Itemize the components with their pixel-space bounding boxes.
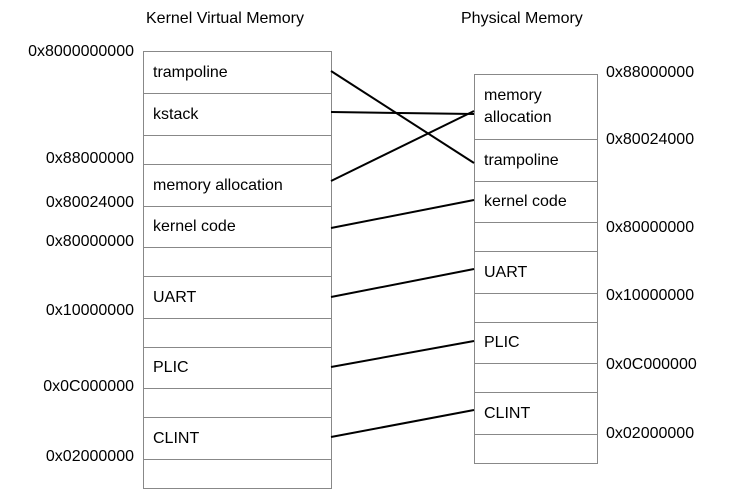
physical-memory-title: Physical Memory — [461, 10, 583, 27]
physical-memory-column: memory allocation trampoline kernel code… — [474, 74, 598, 464]
kernel-cell: UART — [144, 277, 331, 319]
physical-cell: kernel code — [475, 182, 597, 223]
physical-cell — [475, 294, 597, 323]
kernel-memory-title: Kernel Virtual Memory — [146, 10, 304, 27]
physical-cell: UART — [475, 252, 597, 294]
kernel-address-label: 0x80024000 — [45, 194, 134, 211]
cell-label: trampoline — [153, 63, 228, 81]
physical-address-label: 0x80024000 — [606, 131, 695, 148]
cell-label: kernel code — [484, 193, 567, 210]
kernel-cell — [144, 248, 331, 277]
physical-address-label: 0x02000000 — [606, 425, 695, 442]
physical-cell: PLIC — [475, 323, 597, 364]
physical-cell: memory allocation — [475, 75, 597, 140]
cell-label: UART — [153, 288, 197, 306]
kernel-cell: trampoline — [144, 52, 331, 94]
cell-label: memory allocation — [484, 87, 552, 126]
physical-address-label: 0x80000000 — [606, 219, 695, 236]
physical-address-label: 0x0C000000 — [606, 356, 697, 373]
cell-label: kstack — [153, 105, 199, 123]
kernel-address-label: 0x10000000 — [45, 302, 134, 319]
cell-label: CLINT — [153, 429, 200, 447]
mapping-line-clint — [330, 409, 475, 438]
physical-address-label: 0x10000000 — [606, 287, 695, 304]
kernel-address-label: 0x8000000000 — [28, 43, 134, 60]
kernel-memory-column: trampoline kstack memory allocation kern… — [143, 51, 332, 489]
kernel-cell: PLIC — [144, 348, 331, 389]
mapping-line-uart — [330, 268, 475, 298]
cell-label: CLINT — [484, 404, 531, 422]
physical-address-label: 0x88000000 — [606, 64, 695, 81]
cell-label: kernel code — [153, 218, 236, 235]
mapping-line-kernel-code — [330, 199, 475, 229]
mapping-line-plic — [330, 340, 475, 368]
cell-label: memory allocation — [153, 176, 283, 194]
kernel-cell — [144, 319, 331, 348]
kernel-address-label: 0x80000000 — [45, 233, 134, 250]
kernel-address-label: 0x02000000 — [45, 448, 134, 465]
mapping-line-trampoline — [330, 70, 475, 164]
physical-cell — [475, 435, 597, 464]
kernel-cell — [144, 136, 331, 165]
kernel-cell: memory allocation — [144, 165, 331, 207]
kernel-cell: CLINT — [144, 418, 331, 460]
kernel-cell: kernel code — [144, 207, 331, 248]
physical-cell — [475, 223, 597, 252]
kernel-cell — [144, 389, 331, 418]
kernel-cell — [144, 460, 331, 489]
kernel-address-label: 0x88000000 — [45, 150, 134, 167]
cell-label: UART — [484, 263, 528, 281]
cell-label: PLIC — [153, 359, 189, 376]
physical-cell — [475, 364, 597, 393]
mapping-line-memory-allocation — [330, 110, 475, 182]
cell-label: PLIC — [484, 334, 520, 351]
kernel-address-label: 0x0C000000 — [43, 378, 134, 395]
mapping-line-kstack — [330, 111, 475, 115]
cell-label: trampoline — [484, 151, 559, 169]
kernel-cell: kstack — [144, 94, 331, 136]
physical-cell: trampoline — [475, 140, 597, 182]
physical-cell: CLINT — [475, 393, 597, 435]
